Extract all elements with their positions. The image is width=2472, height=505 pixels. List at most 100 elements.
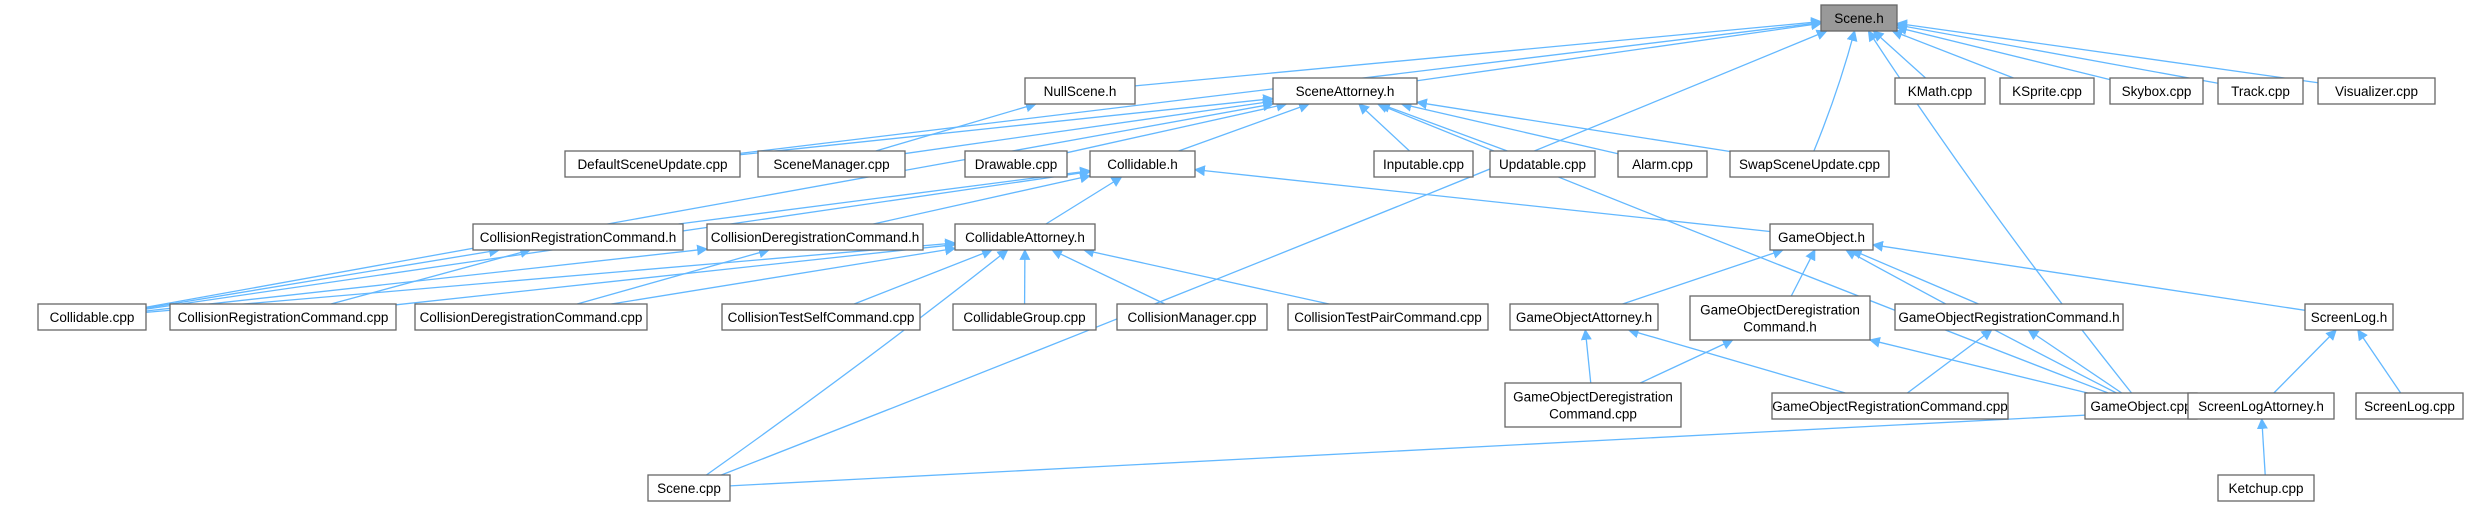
- edge-screenlog_h-to-gameobject_h: [1871, 240, 2306, 311]
- node-collisionregistrationcommand_cpp[interactable]: CollisionRegistrationCommand.cpp: [169, 303, 397, 331]
- node-inputable_cpp[interactable]: Inputable.cpp: [1373, 150, 1474, 178]
- edge-collisionregistrationcommand_h-to-collidable_h: [678, 166, 1092, 225]
- node-swapsceneupdate_cpp[interactable]: SwapSceneUpdate.cpp: [1729, 150, 1890, 178]
- node-box[interactable]: [2304, 303, 2394, 331]
- node-box[interactable]: [1024, 77, 1136, 105]
- node-visualizer_cpp[interactable]: Visualizer.cpp: [2317, 77, 2436, 105]
- node-screenlog_cpp[interactable]: ScreenLog.cpp: [2355, 392, 2464, 420]
- edge-gameobjectregistrationcommand_h-to-gameobject_h: [1850, 248, 1979, 305]
- node-collisiontestpaircommand_cpp[interactable]: CollisionTestPairCommand.cpp: [1287, 303, 1489, 331]
- node-box[interactable]: [472, 223, 684, 251]
- node-nullscene_h[interactable]: NullScene.h: [1024, 77, 1136, 105]
- node-gameobject_h[interactable]: GameObject.h: [1769, 223, 1874, 251]
- node-box[interactable]: [2217, 474, 2315, 502]
- node-box[interactable]: [647, 474, 731, 502]
- node-box[interactable]: [1769, 223, 1874, 251]
- node-scene_cpp[interactable]: Scene.cpp: [647, 474, 731, 502]
- node-label: Updatable.cpp: [1499, 157, 1586, 172]
- edge-scene_cpp-to-scene_h: [721, 29, 1828, 476]
- node-box[interactable]: [954, 223, 1096, 251]
- node-scenemanager_cpp[interactable]: SceneManager.cpp: [757, 150, 906, 178]
- node-alarm_cpp[interactable]: Alarm.cpp: [1617, 150, 1708, 178]
- node-box[interactable]: [2187, 392, 2335, 420]
- node-label: CollisionManager.cpp: [1127, 310, 1256, 325]
- edge-collisionderegistrationcommand_cpp-to-collisionderegistrationcommand_h: [576, 247, 770, 305]
- node-box[interactable]: [1504, 382, 1682, 428]
- node-box[interactable]: [1489, 150, 1596, 178]
- node-label: CollidableAttorney.h: [965, 230, 1085, 245]
- node-box[interactable]: [564, 150, 741, 178]
- node-box[interactable]: [2109, 77, 2204, 105]
- node-label: GameObjectDeregistration: [1700, 303, 1860, 318]
- node-box[interactable]: [1373, 150, 1474, 178]
- node-box[interactable]: [1894, 77, 1986, 105]
- edge-gameobject_cpp-to-sceneattorney_h: [1376, 102, 2109, 394]
- node-collidablegroup_cpp[interactable]: CollidableGroup.cpp: [952, 303, 1097, 331]
- node-box[interactable]: [1272, 77, 1418, 105]
- node-box[interactable]: [37, 303, 147, 331]
- edge-nullscene_h-to-scene_h: [1134, 17, 1823, 87]
- node-label: CollisionRegistrationCommand.cpp: [178, 310, 389, 325]
- node-collidable_cpp[interactable]: Collidable.cpp: [37, 303, 147, 331]
- node-box[interactable]: [1089, 150, 1196, 178]
- node-box[interactable]: [2317, 77, 2436, 105]
- node-box[interactable]: [1689, 295, 1871, 341]
- node-ksprite_cpp[interactable]: KSprite.cpp: [1999, 77, 2095, 105]
- node-box[interactable]: [1617, 150, 1708, 178]
- node-box[interactable]: [2355, 392, 2464, 420]
- edge-collidable_cpp-to-collisionregistrationcommand_h: [145, 246, 501, 309]
- node-label: SceneManager.cpp: [773, 157, 889, 172]
- edge-gameobjectregistrationcommand_cpp-to-gameobjectregistrationcommand_h: [1906, 329, 1993, 394]
- node-gameobjectregistrationcommand_h[interactable]: GameObjectRegistrationCommand.h: [1894, 303, 2124, 331]
- node-collisionregistrationcommand_h[interactable]: CollisionRegistrationCommand.h: [472, 223, 684, 251]
- edge-swapsceneupdate_cpp-to-scene_h: [1813, 29, 1858, 152]
- node-box[interactable]: [1287, 303, 1489, 331]
- node-gameobjectattorney_h[interactable]: GameObjectAttorney.h: [1509, 303, 1659, 331]
- node-collisionderegistrationcommand_cpp[interactable]: CollisionDeregistrationCommand.cpp: [414, 303, 648, 331]
- node-label: GameObjectAttorney.h: [1516, 310, 1652, 325]
- node-gameobjectregistrationcommand_cpp[interactable]: GameObjectRegistrationCommand.cpp: [1771, 392, 2009, 420]
- edge-scene_cpp-to-collidableattorney_h: [706, 249, 1009, 476]
- node-box[interactable]: [414, 303, 648, 331]
- node-box[interactable]: [721, 303, 921, 331]
- node-collidableattorney_h[interactable]: CollidableAttorney.h: [954, 223, 1096, 251]
- node-drawable_cpp[interactable]: Drawable.cpp: [964, 150, 1068, 178]
- node-collidable_h[interactable]: Collidable.h: [1089, 150, 1196, 178]
- node-box[interactable]: [169, 303, 397, 331]
- node-box[interactable]: [1820, 4, 1898, 32]
- node-label: Inputable.cpp: [1383, 157, 1464, 172]
- node-box[interactable]: [1116, 303, 1268, 331]
- node-collisiontestselfcommand_cpp[interactable]: CollisionTestSelfCommand.cpp: [721, 303, 921, 331]
- node-collisionmanager_cpp[interactable]: CollisionManager.cpp: [1116, 303, 1268, 331]
- node-box[interactable]: [964, 150, 1068, 178]
- node-label: CollisionTestPairCommand.cpp: [1294, 310, 1482, 325]
- node-label: Collidable.h: [1107, 157, 1178, 172]
- node-track_cpp[interactable]: Track.cpp: [2217, 77, 2304, 105]
- node-kmath_cpp[interactable]: KMath.cpp: [1894, 77, 1986, 105]
- node-box[interactable]: [706, 223, 924, 251]
- node-defaultsceneupdate_cpp[interactable]: DefaultSceneUpdate.cpp: [564, 150, 741, 178]
- edge-scenemanager_cpp-to-sceneattorney_h: [904, 97, 1275, 155]
- node-box[interactable]: [1999, 77, 2095, 105]
- node-label: Visualizer.cpp: [2335, 84, 2418, 99]
- node-collisionderegistrationcommand_h[interactable]: CollisionDeregistrationCommand.h: [706, 223, 924, 251]
- node-box[interactable]: [1894, 303, 2124, 331]
- node-box[interactable]: [1771, 392, 2009, 420]
- node-gameobject_cpp[interactable]: GameObject.cpp: [2084, 392, 2198, 420]
- node-sceneattorney_h[interactable]: SceneAttorney.h: [1272, 77, 1418, 105]
- node-box[interactable]: [2084, 392, 2198, 420]
- node-box[interactable]: [1729, 150, 1890, 178]
- node-screenlogattorney_h[interactable]: ScreenLogAttorney.h: [2187, 392, 2335, 420]
- node-screenlog_h[interactable]: ScreenLog.h: [2304, 303, 2394, 331]
- node-ketchup_cpp[interactable]: Ketchup.cpp: [2217, 474, 2315, 502]
- node-updatable_cpp[interactable]: Updatable.cpp: [1489, 150, 1596, 178]
- node-box[interactable]: [1509, 303, 1659, 331]
- node-skybox_cpp[interactable]: Skybox.cpp: [2109, 77, 2204, 105]
- node-box[interactable]: [952, 303, 1097, 331]
- node-label: KMath.cpp: [1908, 84, 1973, 99]
- node-scene_h[interactable]: Scene.h: [1820, 4, 1898, 32]
- node-box[interactable]: [2217, 77, 2304, 105]
- node-box[interactable]: [757, 150, 906, 178]
